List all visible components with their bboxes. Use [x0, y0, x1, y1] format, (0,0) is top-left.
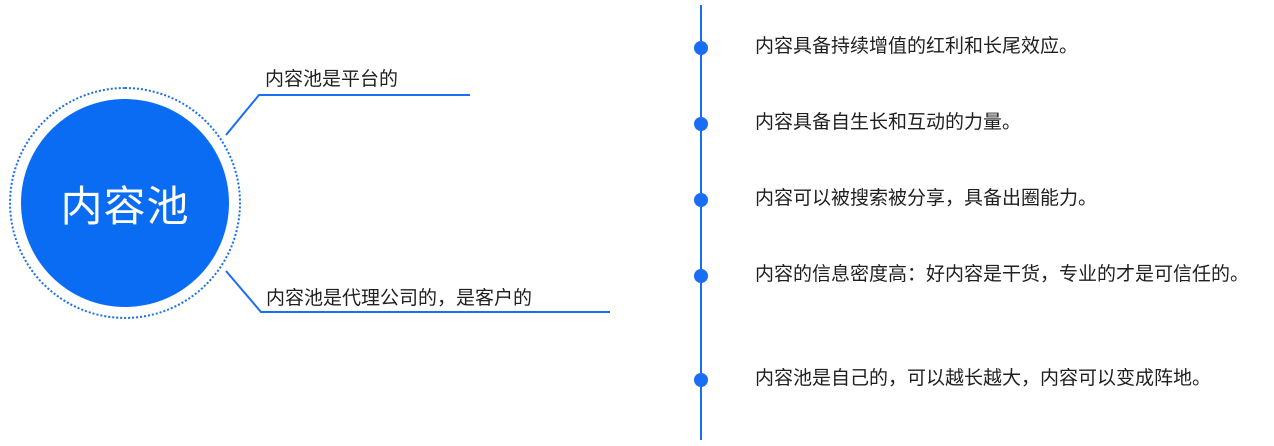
timeline-dot-5 — [694, 373, 708, 387]
center-circle: 内容池 — [21, 99, 229, 307]
timeline-item-1: 内容具备持续增值的红利和长尾效应。 — [755, 35, 1079, 57]
timeline-item-4: 内容的信息密度高：好内容是干货，专业的才是可信任的。 — [755, 263, 1250, 285]
center-circle-ring — [9, 87, 241, 319]
timeline-dot-2 — [694, 117, 708, 131]
timeline-dot-3 — [694, 193, 708, 207]
branch-connector-top — [225, 94, 470, 136]
branch-connector-bottom — [225, 270, 610, 313]
timeline-item-5: 内容池是自己的，可以越长越大，内容可以变成阵地。 — [755, 367, 1212, 389]
timeline-dot-1 — [694, 41, 708, 55]
center-circle-title: 内容池 — [60, 181, 190, 231]
timeline-item-2: 内容具备自生长和互动的力量。 — [755, 111, 1022, 133]
branch-label-platform: 内容池是平台的 — [265, 68, 399, 90]
timeline-axis — [700, 5, 702, 440]
timeline-dot-4 — [694, 269, 708, 283]
branch-label-agency: 内容池是代理公司的，是客户的 — [266, 287, 533, 309]
timeline-item-3: 内容可以被搜索被分享，具备出圈能力。 — [755, 187, 1098, 209]
